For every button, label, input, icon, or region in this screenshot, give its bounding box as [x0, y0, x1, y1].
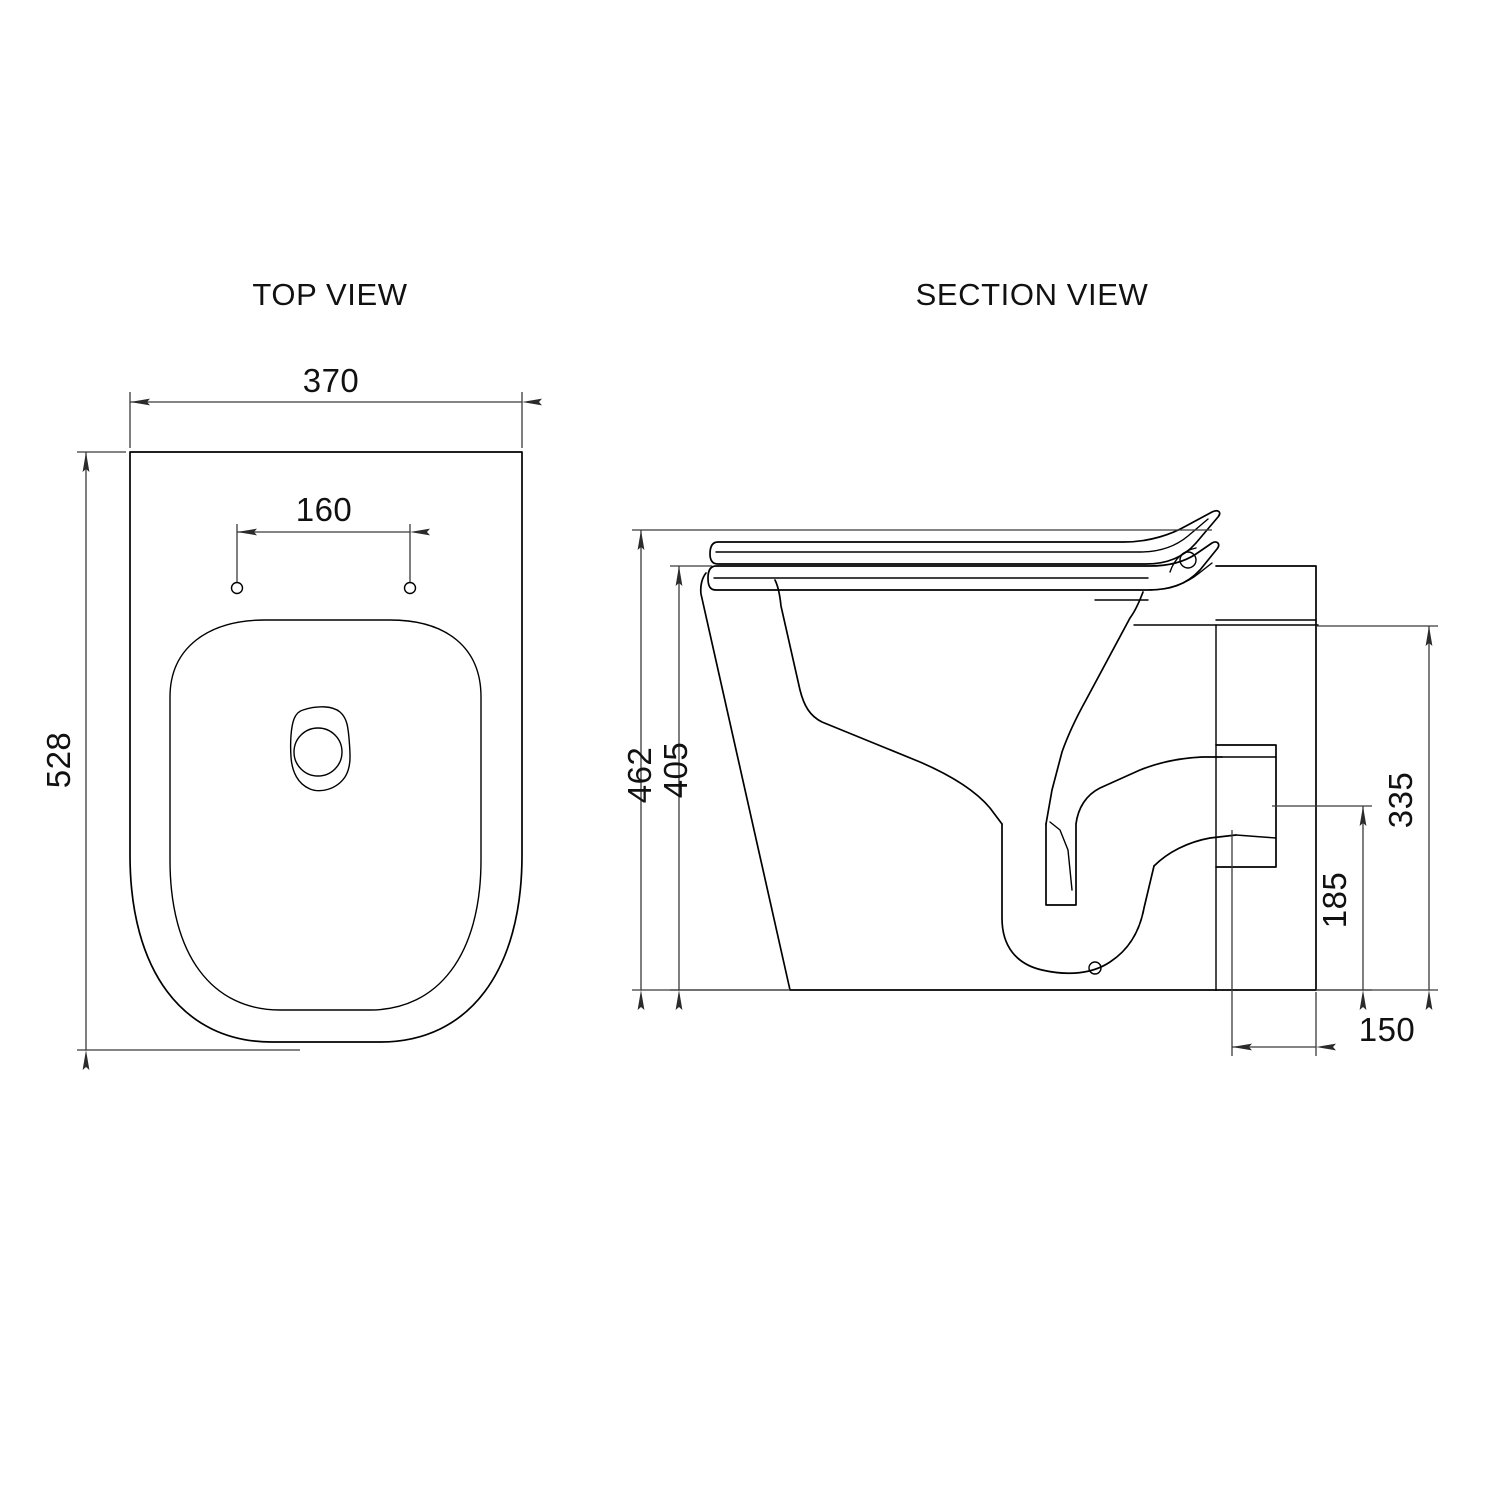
bowl-inner-wall-left	[774, 579, 1003, 825]
dim-label-335: 335	[1382, 772, 1419, 829]
top-view-dimensions: 370 528 160	[40, 362, 542, 1070]
top-view-title: TOP VIEW	[252, 277, 407, 312]
dim-label-462: 462	[621, 747, 658, 804]
trap-left-wall	[1001, 823, 1155, 975]
dim-label-405: 405	[657, 742, 694, 799]
fixing-hole-left-icon	[230, 581, 244, 595]
dim-label-185: 185	[1316, 872, 1353, 929]
top-view-geometry	[129, 451, 523, 1043]
flush-outlet-boss-top	[289, 706, 351, 792]
back-wall-outline	[1215, 565, 1317, 991]
pan-outer-profile-section	[699, 572, 1217, 991]
seat-inner-outline-top	[169, 619, 482, 1011]
dim-label-370: 370	[303, 362, 360, 399]
trap-weir-line	[1049, 821, 1073, 891]
flush-outlet-circle-top	[293, 727, 343, 777]
seat-lid-midline	[715, 518, 1209, 553]
bowl-inner-wall-right	[1045, 591, 1144, 825]
section-view-title: SECTION VIEW	[916, 277, 1149, 312]
hinge-pin-icon	[1179, 551, 1197, 569]
pan-outline-top	[129, 451, 523, 1043]
hinge-bracket	[1169, 547, 1197, 573]
outlet-collar	[1215, 744, 1277, 868]
pan-back-top-lip	[1149, 562, 1213, 591]
section-view-geometry	[699, 509, 1319, 991]
outlet-bore-upper	[1153, 834, 1237, 867]
seat-ring-lower	[707, 541, 1220, 591]
fixing-hole-right-icon	[403, 581, 417, 595]
dim-label-528: 528	[40, 732, 77, 789]
trap-inner-wall	[1045, 756, 1223, 906]
dim-label-150: 150	[1359, 1011, 1416, 1048]
dim-label-160: 160	[296, 491, 353, 528]
section-view-dimensions: 462 405 335 185 150	[621, 529, 1438, 1056]
trap-drain-hole-icon	[1088, 961, 1102, 975]
outlet-bore-lower-2	[1235, 834, 1277, 839]
seat-lid-upper	[709, 509, 1221, 565]
